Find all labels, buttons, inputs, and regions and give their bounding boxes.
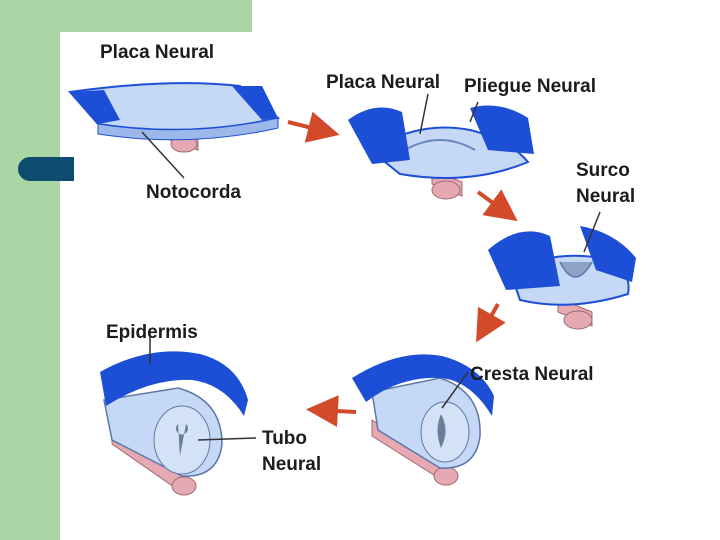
label-tubo: Tubo: [262, 428, 307, 449]
groove-3: [559, 261, 593, 278]
top-band: [60, 0, 252, 32]
notochord-4-end: [433, 466, 459, 486]
arrow-2-3: [476, 189, 518, 222]
tube-lumen-4: [437, 414, 446, 448]
fold-right-3: [580, 226, 636, 282]
notochord-5-end: [171, 476, 197, 496]
stage-neural-tube: [100, 336, 257, 496]
notochord-2-end: [431, 180, 461, 200]
leader-pliegue: [469, 101, 479, 123]
label-placa-neural-1: Placa Neural: [100, 42, 214, 63]
arrow-4-5: [306, 395, 357, 428]
label-surco-neural: Neural: [576, 186, 635, 207]
stage-neural-plate: [68, 82, 281, 179]
ectoderm-right-1: [232, 86, 278, 120]
label-pliegue-neural: Pliegue Neural: [464, 76, 596, 97]
arrow-1-2: [287, 111, 340, 143]
leader-placa-2: [419, 93, 429, 135]
stage-neural-crest: [352, 354, 494, 486]
stage-neural-groove: [488, 211, 636, 330]
leader-surco: [583, 211, 601, 253]
fold-left-3: [488, 231, 560, 290]
label-notocorda: Notocorda: [146, 182, 241, 203]
fold-left-2: [348, 107, 410, 164]
fold-right-2: [470, 105, 534, 154]
label-surco: Surco: [576, 160, 630, 181]
leader-notocorda: [141, 131, 185, 179]
leader-cresta: [441, 371, 469, 409]
stage-neural-fold: [348, 93, 534, 200]
label-cresta-neural: Cresta Neural: [470, 364, 594, 385]
label-tubo-neural: Neural: [262, 454, 321, 475]
stage-arrows: [287, 111, 518, 428]
ectoderm-left-1: [70, 90, 120, 124]
epidermis-4: [352, 354, 494, 416]
tube-lumen-5: [176, 424, 188, 456]
label-placa-neural-2: Placa Neural: [326, 72, 440, 93]
plate-1-front: [97, 117, 279, 141]
label-epidermis: Epidermis: [106, 322, 198, 343]
epidermis-5: [100, 351, 248, 416]
arrow-3-4: [476, 303, 506, 343]
leader-tubo: [197, 437, 257, 441]
notochord-3-end: [563, 310, 593, 330]
sidebar-band: [0, 0, 60, 540]
neural-groove-2: [404, 139, 476, 151]
slide-bullet: [18, 157, 74, 181]
